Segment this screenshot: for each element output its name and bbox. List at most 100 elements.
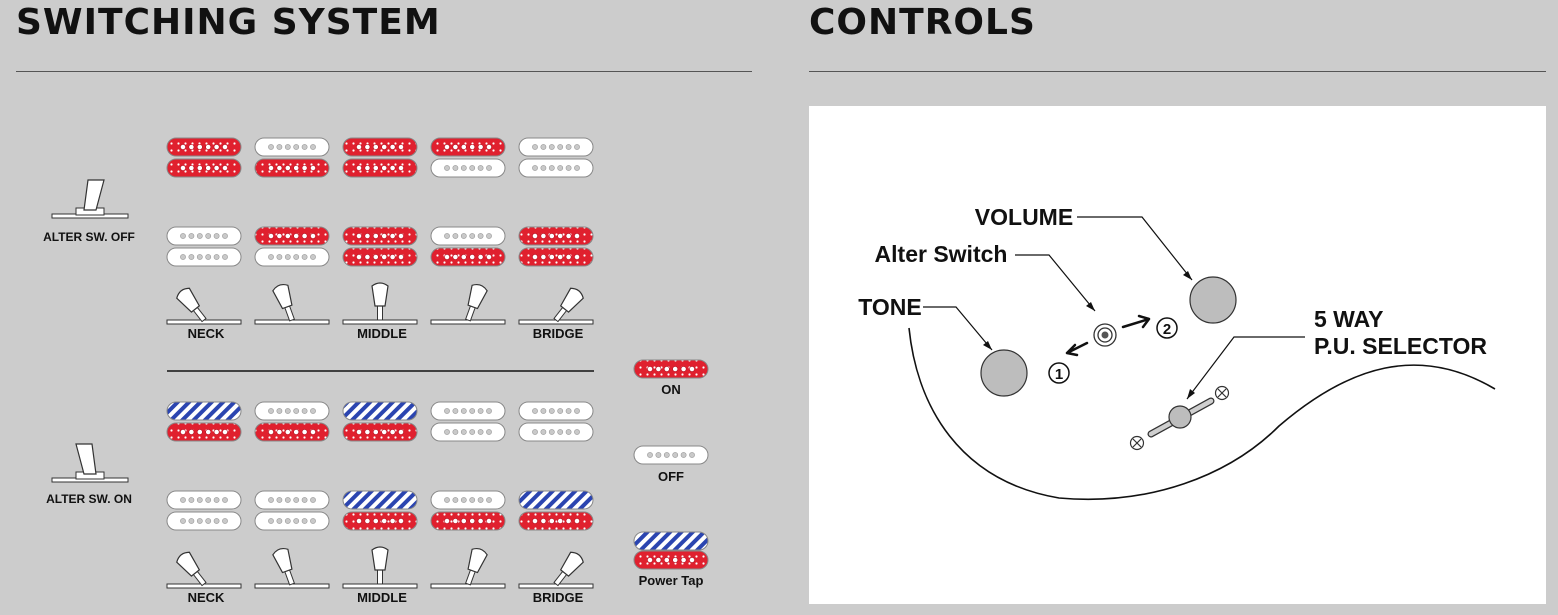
pickup-row4-pos3 — [342, 490, 418, 531]
pickup-row1-pos2-top-coil — [254, 137, 330, 157]
pickup-row1-pos5-top-coil — [518, 137, 594, 157]
volume-label: VOLUME — [975, 204, 1073, 230]
legend-power-tap-pickup-icon — [633, 531, 709, 570]
switching-system-title: SWITCHING SYSTEM — [16, 2, 441, 43]
pickup-row4-pos2 — [254, 490, 330, 531]
pickup-row3-pos2-top-coil — [254, 401, 330, 421]
position-label-neck-top: NECK — [188, 326, 225, 341]
position-1-number: 1 — [1055, 366, 1063, 383]
pickup-row4-pos4-bottom-coil — [430, 511, 506, 531]
pickup-row1-pos3-bottom-coil — [342, 158, 418, 178]
pickup-row2-pos2 — [254, 226, 330, 267]
selector-label-line2: P.U. SELECTOR — [1314, 333, 1487, 359]
pickup-row1-pos4-bottom-coil — [430, 158, 506, 178]
controls-title: CONTROLS — [809, 2, 1036, 43]
legend-tap-bottom-coil — [633, 550, 709, 570]
legend-on-coil — [633, 359, 709, 379]
pickup-row1-pos1-bottom-coil — [166, 158, 242, 178]
pickup-row2-pos4 — [430, 226, 506, 267]
alter-switch-label: Alter Switch — [875, 241, 1008, 267]
pickup-row1-pos1 — [166, 137, 242, 178]
position-2-number: 2 — [1163, 321, 1171, 338]
legend-on-label: ON — [661, 382, 681, 397]
pickup-row3-pos5-top-coil — [518, 401, 594, 421]
legend-off-coil — [633, 445, 709, 465]
pickup-row1-pos5-bottom-coil — [518, 158, 594, 178]
pickup-row1-pos5 — [518, 137, 594, 178]
position-label-bridge-top: BRIDGE — [533, 326, 584, 341]
legend-on-pickup-icon — [633, 359, 709, 379]
pickup-row2-pos5 — [518, 226, 594, 267]
pickup-selector-switch[interactable] — [1147, 397, 1215, 438]
legend-power-tap-label: Power Tap — [639, 573, 704, 588]
lever-position-3-top-icon — [342, 282, 418, 325]
pickup-row3-pos1-top-coil — [166, 401, 242, 421]
volume-arrowhead — [1183, 271, 1192, 280]
pickup-row3-pos2-bottom-coil — [254, 422, 330, 442]
alter-switch-on-diagram: ALTER SW. ON — [46, 443, 132, 506]
pickup-row4-pos1 — [166, 490, 242, 531]
pickup-row2-pos3-bottom-coil — [342, 247, 418, 267]
pickup-row2-pos5-top-coil — [518, 226, 594, 246]
pickup-row1-pos4 — [430, 137, 506, 178]
volume-knob[interactable] — [1189, 276, 1237, 324]
alter-switch-off-label: ALTER SW. OFF — [43, 230, 135, 244]
legend-off-label: OFF — [658, 469, 684, 484]
lever-position-1-bottom-icon — [166, 551, 242, 589]
tone-leader-line — [923, 306, 993, 351]
position-label-middle-top: MIDDLE — [357, 326, 407, 341]
lever-position-3-bottom-icon — [342, 546, 418, 589]
selector-screw-left-icon — [1129, 435, 1145, 451]
position-label-bridge-bottom: BRIDGE — [533, 590, 584, 605]
pickup-row4-pos2-bottom-coil — [254, 511, 330, 531]
pickup-row3-pos5-bottom-coil — [518, 422, 594, 442]
tone-arrowhead — [983, 341, 992, 350]
legend: ON OFF Power Tap — [633, 359, 709, 588]
alter-switch-on-label: ALTER SW. ON — [46, 492, 132, 506]
pickup-row4-pos4-top-coil — [430, 490, 506, 510]
pickup-row2-pos5-bottom-coil — [518, 247, 594, 267]
pickup-row3-pos4-top-coil — [430, 401, 506, 421]
guitar-body-outline — [908, 327, 1496, 501]
pickup-row1-pos4-top-coil — [430, 137, 506, 157]
selector-screw-right-icon — [1214, 385, 1230, 401]
pickup-row3-pos2 — [254, 401, 330, 442]
pickup-row2-pos2-top-coil — [254, 226, 330, 246]
pickup-row2-pos1 — [166, 226, 242, 267]
pickup-row1-pos2 — [254, 137, 330, 178]
position-label-middle-bottom: MIDDLE — [357, 590, 407, 605]
pickup-row4-pos5 — [518, 490, 594, 531]
controls-divider — [809, 71, 1546, 72]
pickup-row1-pos3 — [342, 137, 418, 178]
pickup-row3-pos1 — [166, 401, 242, 442]
position-2-arrow-icon — [1121, 314, 1151, 329]
pickup-row4-pos1-bottom-coil — [166, 511, 242, 531]
tone-knob[interactable] — [980, 349, 1028, 397]
pickup-row2-pos4-top-coil — [430, 226, 506, 246]
pickup-row1-pos1-top-coil — [166, 137, 242, 157]
pickup-row4-pos5-bottom-coil — [518, 511, 594, 531]
position-1-badge — [1048, 362, 1070, 384]
toggle-switch-off-icon — [51, 179, 129, 219]
pickup-row4-pos5-top-coil — [518, 490, 594, 510]
pickup-grid — [166, 137, 594, 589]
alter-switch-off-diagram: ALTER SW. OFF — [43, 179, 135, 244]
pickup-row1-pos3-top-coil — [342, 137, 418, 157]
pickup-row3-pos3-top-coil — [342, 401, 418, 421]
pickup-row4-pos3-top-coil — [342, 490, 418, 510]
pickup-row4-pos1-top-coil — [166, 490, 242, 510]
alter-switch-arrowhead — [1086, 302, 1095, 311]
legend-tap-top-coil — [633, 531, 709, 551]
lever-position-1-top-icon — [166, 287, 242, 325]
pickup-row3-pos1-bottom-coil — [166, 422, 242, 442]
legend-off-pickup-icon — [633, 445, 709, 465]
switching-system-diagram: ALTER SW. OFF ALTER SW. ON NECK MIDDLE B… — [43, 137, 709, 605]
tone-label: TONE — [858, 294, 921, 320]
pickup-row3-pos3-bottom-coil — [342, 422, 418, 442]
pickup-row2-pos3 — [342, 226, 418, 267]
lever-position-5-bottom-icon — [518, 551, 594, 589]
alter-switch-control[interactable] — [1093, 323, 1117, 347]
pickup-row2-pos4-bottom-coil — [430, 247, 506, 267]
lever-position-2-bottom-icon — [254, 547, 330, 589]
volume-leader-line — [1077, 216, 1193, 281]
